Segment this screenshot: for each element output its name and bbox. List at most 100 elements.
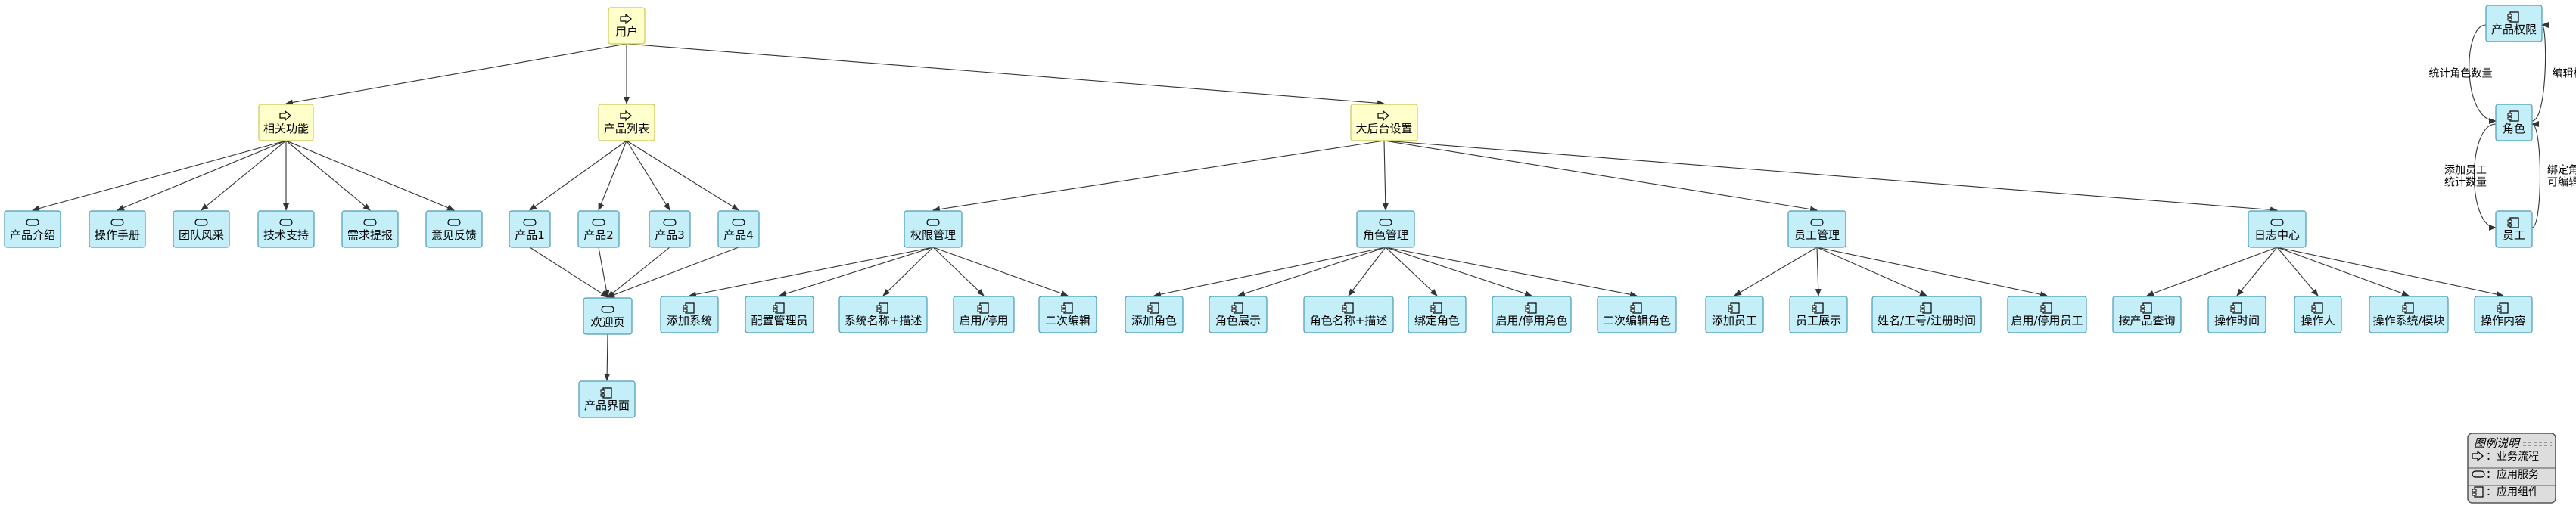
relation-label: 可编辑 xyxy=(2547,177,2576,189)
node-edit-role[interactable]: 二次编辑角色 xyxy=(1597,296,1677,333)
node-staff-info[interactable]: 姓名/工号/注册时间 xyxy=(1871,296,1982,333)
edge-perm_mgmt-to-cfg_admin xyxy=(779,247,934,297)
edge-p4-to-welcome xyxy=(607,247,739,298)
component-icon xyxy=(600,387,612,399)
edge-backend-to-log_center xyxy=(1383,140,2278,213)
node-label: 操作手册 xyxy=(95,228,140,242)
node-role-mgmt[interactable]: 角色管理 xyxy=(1356,210,1415,248)
node-label: 员工 xyxy=(2503,228,2525,242)
node-sys-name[interactable]: 系统名称+描述 xyxy=(838,296,928,333)
service-icon xyxy=(663,219,677,226)
node-op-time[interactable]: 操作时间 xyxy=(2207,296,2266,333)
node-manual[interactable]: 操作手册 xyxy=(89,210,146,248)
node-related[interactable]: 相关功能 xyxy=(258,104,314,141)
node-label: 系统名称+描述 xyxy=(845,314,922,327)
node-p1[interactable]: 产品1 xyxy=(509,210,551,248)
node-product-list[interactable]: 产品列表 xyxy=(598,104,655,141)
service-icon xyxy=(363,219,377,226)
node-add-sys[interactable]: 添加系统 xyxy=(660,296,719,333)
node-perm-mgmt[interactable]: 权限管理 xyxy=(904,210,963,248)
service-icon xyxy=(279,219,293,226)
process-icon xyxy=(620,13,632,25)
node-staff[interactable]: 员工 xyxy=(2495,210,2533,248)
relation-label: 添加员工 xyxy=(2444,165,2487,177)
node-op-sys[interactable]: 操作系统/模块 xyxy=(2369,296,2449,333)
component-icon xyxy=(773,302,785,314)
component-icon xyxy=(1525,302,1537,314)
node-op-content[interactable]: 操作内容 xyxy=(2474,296,2533,333)
node-enable1[interactable]: 启用/停用 xyxy=(953,296,1015,333)
node-product-ui[interactable]: 产品界面 xyxy=(578,380,636,418)
node-cfg-admin[interactable]: 配置管理员 xyxy=(745,296,814,333)
node-label: 产品4 xyxy=(723,228,754,242)
legend-title: 图例说明 xyxy=(2474,436,2521,450)
node-label: 姓名/工号/注册时间 xyxy=(1878,314,1976,327)
node-feedback[interactable]: 意见反馈 xyxy=(425,210,483,248)
edge-role_mgmt-to-role_name xyxy=(1348,247,1386,296)
node-bind-role[interactable]: 绑定角色 xyxy=(1408,296,1467,333)
node-user[interactable]: 用户 xyxy=(608,7,646,45)
node-label: 团队风采 xyxy=(179,228,224,242)
node-label: 产品界面 xyxy=(584,399,630,412)
node-role-name[interactable]: 角色名称+描述 xyxy=(1303,296,1394,333)
node-prod-perm[interactable]: 产品权限 xyxy=(2485,5,2543,42)
node-enable-staff[interactable]: 启用/停用员工 xyxy=(2007,296,2087,333)
node-role-show[interactable]: 角色展示 xyxy=(1209,296,1268,333)
edge-staff_mgmt-to-staff_info xyxy=(1816,247,1927,296)
node-add-staff[interactable]: 添加员工 xyxy=(1705,296,1764,333)
node-label: 产品列表 xyxy=(604,122,649,135)
node-label: 员工管理 xyxy=(1794,228,1840,242)
process-icon xyxy=(279,110,291,122)
node-p4[interactable]: 产品4 xyxy=(717,210,760,248)
edges-layer xyxy=(32,43,2504,381)
node-log-center[interactable]: 日志中心 xyxy=(2248,210,2307,248)
component-icon xyxy=(1061,302,1073,314)
edge-p3-to-welcome xyxy=(607,247,670,298)
edge-welcome-to-product_ui xyxy=(604,333,611,381)
process-icon xyxy=(1377,110,1389,122)
node-staff-show[interactable]: 员工展示 xyxy=(1789,296,1848,333)
node-backend[interactable]: 大后台设置 xyxy=(1350,104,1418,141)
node-staff-mgmt[interactable]: 员工管理 xyxy=(1787,210,1846,248)
node-support[interactable]: 技术支持 xyxy=(257,210,315,248)
node-welcome[interactable]: 欢迎页 xyxy=(583,297,633,335)
node-add-role[interactable]: 添加角色 xyxy=(1125,296,1184,333)
node-demand[interactable]: 需求提报 xyxy=(341,210,399,248)
node-label: 绑定角色 xyxy=(1414,314,1460,327)
edge-role_mgmt-to-role_show xyxy=(1237,247,1386,296)
node-role[interactable]: 角色 xyxy=(2495,104,2533,141)
edge-perm_mgmt-to-sys_name xyxy=(882,247,934,296)
node-p2[interactable]: 产品2 xyxy=(577,210,620,248)
component-icon xyxy=(2230,302,2242,314)
node-operator[interactable]: 操作人 xyxy=(2294,296,2342,333)
edge-staff_mgmt-to-add_staff xyxy=(1734,247,1818,296)
component-icon xyxy=(1920,302,1932,314)
node-enable-role[interactable]: 启用/停用角色 xyxy=(1492,296,1572,333)
service-icon xyxy=(592,219,605,226)
node-label: 添加系统 xyxy=(667,314,712,327)
edge-backend-to-staff_mgmt xyxy=(1383,140,1818,212)
node-label: 添加员工 xyxy=(1712,314,1757,327)
node-edit2[interactable]: 二次编辑 xyxy=(1038,296,1097,333)
node-label: 意见反馈 xyxy=(431,228,477,242)
edge-log_center-to-op_sys xyxy=(2276,247,2410,296)
edge-perm_mgmt-to-add_sys xyxy=(689,247,934,298)
node-label: 二次编辑 xyxy=(1045,314,1090,327)
service-icon xyxy=(194,219,208,226)
node-by-product[interactable]: 按产品查询 xyxy=(2112,296,2182,333)
edge-user-to-backend xyxy=(626,43,1385,107)
component-icon xyxy=(1812,302,1824,314)
edge-log_center-to-operator xyxy=(2276,247,2319,296)
edge-related-to-manual xyxy=(117,140,287,211)
node-p3[interactable]: 产品3 xyxy=(649,210,691,248)
node-team[interactable]: 团队风采 xyxy=(173,210,230,248)
node-label: 产品3 xyxy=(655,228,685,242)
node-intro[interactable]: 产品介绍 xyxy=(4,210,61,248)
legend-item-component: ：应用组件 xyxy=(2472,485,2539,498)
edge-product_list-to-p4 xyxy=(626,140,739,211)
edge-perm_mgmt-to-enable1 xyxy=(932,247,985,296)
legend-item-text: ：应用服务 xyxy=(2486,468,2539,481)
node-label: 权限管理 xyxy=(910,228,956,242)
node-label: 配置管理员 xyxy=(751,314,807,327)
component-icon xyxy=(977,302,989,314)
